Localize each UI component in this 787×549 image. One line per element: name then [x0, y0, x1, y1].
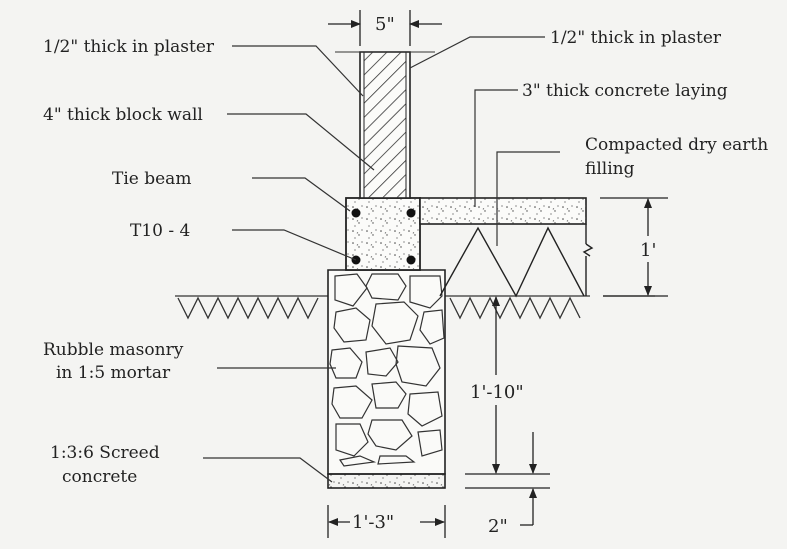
label-rubble-2: in 1:5 mortar: [56, 363, 171, 383]
label-plaster-left: 1/2" thick in plaster: [43, 37, 215, 57]
rebar-4: [406, 255, 416, 265]
rebar-1: [351, 208, 361, 218]
earth-filling: [439, 224, 594, 298]
screed-concrete: [327, 473, 446, 489]
label-earth-filling-2: filling: [585, 159, 635, 179]
label-rubble-1: Rubble masonry: [43, 340, 184, 360]
dim-depth-label: 1'-10": [470, 382, 524, 403]
dim-wall-width: [328, 10, 442, 46]
dim-wall-width-label: 5": [375, 14, 395, 35]
label-screed-1: 1:3:6 Screed: [50, 443, 160, 463]
leader-concrete-laying: [474, 89, 518, 207]
dim-footing-width: [327, 505, 446, 538]
label-rebar: T10 - 4: [130, 221, 190, 241]
rebar-2: [406, 208, 416, 218]
dim-fill-height: [600, 197, 668, 297]
leader-plaster-left: [232, 45, 364, 97]
rubble-footing: [327, 269, 446, 475]
label-plaster-right: 1/2" thick in plaster: [550, 28, 722, 48]
label-screed-2: concrete: [62, 467, 137, 487]
leader-rebar: [232, 229, 357, 261]
dim-fill-height-label: 1': [640, 240, 656, 261]
leader-plaster-right: [409, 36, 545, 69]
label-block-wall: 4" thick block wall: [43, 105, 203, 125]
label-concrete-laying: 3" thick concrete laying: [522, 81, 728, 101]
dim-screed-label: 2": [488, 516, 508, 537]
dim-screed: [520, 432, 537, 526]
block-wall: [335, 51, 435, 199]
label-tie-beam: Tie beam: [112, 169, 191, 189]
leader-block-wall: [227, 113, 375, 171]
label-earth-filling-1: Compacted dry earth: [585, 135, 768, 155]
leader-screed: [203, 457, 333, 483]
dim-footing-width-label: 1'-3": [352, 512, 394, 533]
leader-earth-filling: [496, 151, 560, 246]
tie-beam: [345, 197, 421, 271]
leader-tie-beam: [252, 177, 351, 212]
